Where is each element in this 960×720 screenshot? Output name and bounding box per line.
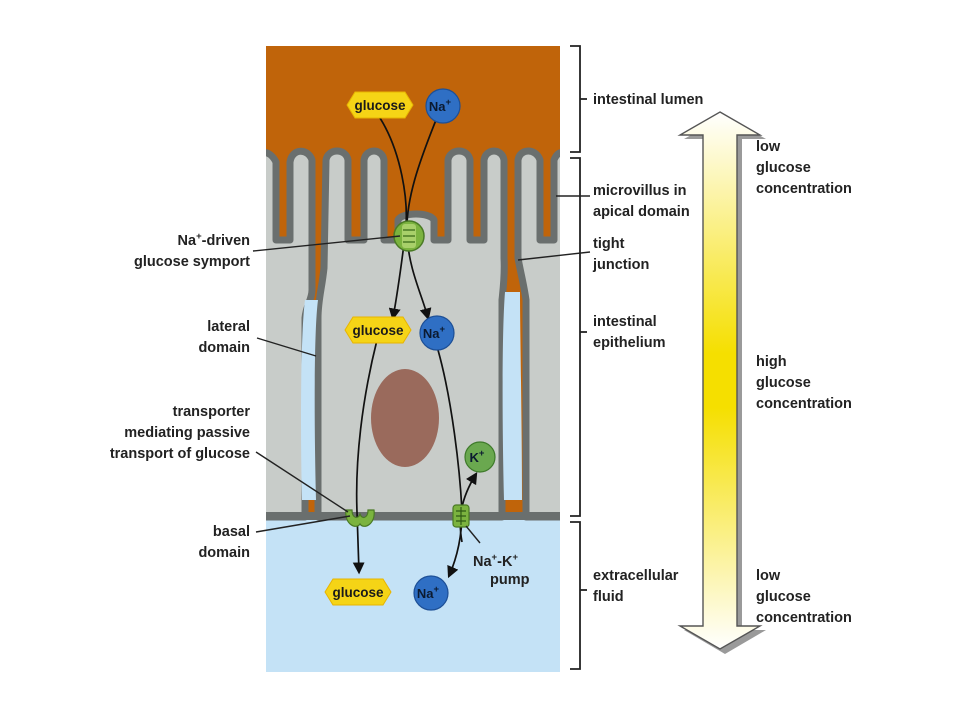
pump-pointer [465, 525, 481, 544]
pump-label-line1: Na+-K+ [473, 552, 518, 570]
svg-text:Na+: Na+ [417, 584, 440, 601]
pump-label-line2: pump [490, 572, 530, 588]
transporter-label-line1: transporter [173, 404, 251, 420]
basal-pointer [255, 515, 351, 533]
gradient-middle-line1: high [756, 354, 787, 370]
svg-text:Na+: Na+ [423, 324, 446, 341]
basal-membrane [266, 512, 560, 520]
na-k-pump [452, 504, 470, 528]
epithelial-cell-right [514, 147, 560, 521]
lateral-label-line1: lateral [207, 319, 250, 335]
glucose-label-cytoplasm: glucose [352, 323, 404, 338]
glucose-flux-basal-arrow [352, 339, 378, 575]
svg-text:K+: K+ [470, 448, 485, 465]
gradient-bottom-line3: concentration [756, 610, 852, 626]
lateral-space-left [301, 300, 318, 500]
gradient-bottom-line2: glucose [756, 589, 811, 605]
symport-label-line1: Na+-driven [178, 231, 250, 249]
sodium-ion-cytoplasm: Na+ [419, 315, 455, 351]
gradient-middle-line3: concentration [756, 396, 852, 412]
extracellular-bracket [570, 521, 581, 670]
symport-label-line2: glucose symport [134, 254, 250, 270]
symport-pointer [252, 235, 401, 252]
glucose-molecule-extracellular: glucose [324, 578, 392, 606]
gradient-top-line3: concentration [756, 181, 852, 197]
transporter-label-line2: mediating passive [124, 425, 250, 441]
nucleus [371, 369, 439, 467]
svg-text:Na+: Na+ [429, 97, 452, 114]
sodium-symbol-extracellular: Na [417, 586, 434, 601]
tight-junction-label-line1: tight [593, 236, 625, 252]
epithelium-label-line2: epithelium [593, 335, 666, 351]
glucose-label-extracellular: glucose [332, 585, 384, 600]
microvillus-label-line1: microvillus in [593, 183, 686, 199]
na-glucose-symport-transporter [393, 220, 425, 252]
tight-junction-pointer [517, 251, 591, 261]
glucose-molecule-lumen: glucose [346, 91, 414, 119]
sodium-flux-basal-arrow [437, 349, 463, 579]
lumen-label: intestinal lumen [593, 92, 703, 108]
potassium-ion: K+ [464, 441, 496, 473]
gradient-middle-line2: glucose [756, 375, 811, 391]
sodium-ion-extracellular: Na+ [413, 575, 449, 611]
sodium-charge-lumen: + [446, 97, 452, 108]
epithelial-cell-center [314, 147, 508, 521]
lumen-bracket [570, 45, 581, 153]
basal-label-line2: domain [198, 545, 250, 561]
glucose-gradient-arrow [677, 111, 763, 650]
lateral-label-line2: domain [198, 340, 250, 356]
potassium-symbol: K [470, 450, 480, 465]
extracellular-label-line2: fluid [593, 589, 624, 605]
sodium-symbol-lumen: Na [429, 99, 446, 114]
epithelium-label-line1: intestinal [593, 314, 657, 330]
sodium-symbol-cytoplasm: Na [423, 326, 440, 341]
basal-label-line1: basal [213, 524, 250, 540]
potassium-charge: + [479, 448, 485, 459]
lateral-space-right [502, 292, 522, 500]
transporter-pointer [255, 451, 349, 513]
sodium-charge-extracellular: + [434, 584, 440, 595]
extracellular-fluid-region [266, 517, 560, 672]
transporter-label-line3: transport of glucose [110, 446, 250, 462]
gradient-bottom-line1: low [756, 568, 781, 584]
gradient-top-line1: low [756, 139, 781, 155]
passive-glucose-transporter [345, 509, 375, 527]
microvillus-label-line2: apical domain [593, 204, 690, 220]
glucose-label-lumen: glucose [354, 98, 406, 113]
epithelium-bracket [570, 157, 581, 517]
gradient-top-line2: glucose [756, 160, 811, 176]
tight-junction-label-line2: junction [592, 257, 649, 273]
extracellular-label-line1: extracellular [593, 568, 679, 584]
sodium-charge-cytoplasm: + [440, 324, 446, 335]
sodium-ion-lumen: Na+ [425, 88, 461, 124]
glucose-molecule-cytoplasm: glucose [344, 316, 412, 344]
lateral-pointer [256, 337, 317, 357]
